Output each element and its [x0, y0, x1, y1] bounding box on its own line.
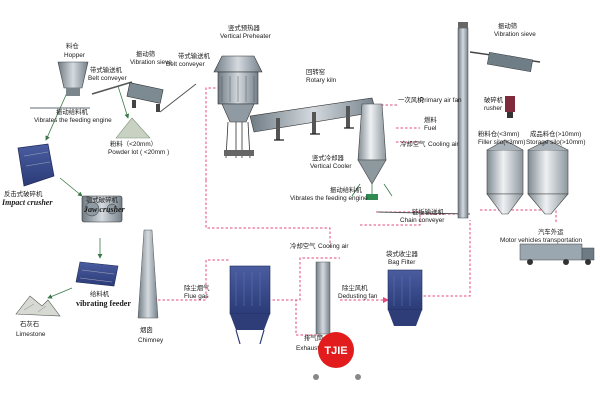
vibration-sieve-1-label-cn: 振动筛 — [136, 49, 156, 58]
fuel-label: Fuel — [424, 125, 436, 132]
bag-filter-label-cn: 袋式收尘器 — [386, 249, 419, 258]
impact-crusher — [17, 143, 55, 187]
feeder-top-label: Vibrates the feeding engine — [34, 117, 112, 124]
primary-fan-label-cn: 一次风机 — [398, 95, 424, 104]
bag-filter — [387, 269, 423, 326]
fuel-label-cn: 燃料 — [424, 115, 437, 124]
cooling-air-mid-label-cn: 冷却空气 — [290, 241, 316, 250]
truck-label: Motor vehicles transportation — [500, 237, 582, 244]
powder-label-cn: 粉料（<20mm） — [110, 139, 157, 148]
rotary-kiln-label-cn: 回转窑 — [306, 67, 325, 76]
vibration-sieve-1 — [126, 82, 164, 112]
belt-conveyer-2-label-cn: 带式输送机 — [178, 51, 211, 60]
dedusting-fan-label: Dedusting fan — [338, 293, 378, 300]
filler-silo-label-cn: 粉料仓(<3mm) — [478, 129, 519, 138]
small-crusher — [505, 96, 515, 118]
truck-label-cn: 汽车外运 — [538, 227, 564, 236]
impact-crusher-label-cn: 反击式破碎机 — [4, 189, 43, 198]
bag-filter-label: Bag Filter — [388, 259, 416, 266]
vibration-sieve-2 — [469, 51, 541, 73]
cooler-label-cn: 竖式冷却器 — [312, 153, 345, 162]
belt-conveyer-2-label: Belt conveyer — [166, 61, 206, 68]
limestone-pile — [15, 295, 61, 317]
preheater-label-cn: 竖式预热器 — [228, 23, 261, 32]
vertical-cooler — [351, 103, 393, 200]
cooling-air-mid-label: Cooling air — [318, 243, 349, 250]
cooler-label: Vertical Cooler — [310, 163, 352, 170]
hopper-label-cn: 料仓 — [66, 41, 79, 50]
chimney-label: Chimney — [138, 337, 164, 344]
storage-silo — [527, 139, 569, 215]
crusher-label: rusher — [484, 105, 503, 112]
vibration-sieve-1-label: Vibration sieve — [130, 59, 172, 66]
dust-collector — [229, 265, 271, 345]
hopper — [30, 61, 90, 109]
impact-crusher-label: Impact crusher — [1, 198, 53, 207]
vertical-preheater — [213, 55, 263, 159]
flow-lines — [151, 87, 557, 336]
flue-gas-label-cn: 除尘烟气 — [184, 283, 210, 292]
chain-conveyer — [377, 22, 471, 219]
flow-line — [151, 259, 230, 312]
vibration-sieve-2-label-cn: 振动筛 — [498, 21, 518, 30]
jaw-crusher — [81, 195, 123, 223]
filler-silo — [486, 139, 524, 215]
exhaust-label-cn: 排气筒 — [304, 333, 323, 342]
storage-silo-label-cn: 成品料仓(>10mm) — [530, 129, 581, 138]
feeder-mid-label: Vibrates the feeding engine — [290, 195, 368, 202]
vibration-sieve-2-label: Vibration sieve — [494, 31, 536, 38]
vibrating-feeder-label: vibrating feeder — [76, 299, 131, 308]
vibrating-feeder — [75, 261, 119, 287]
flow-line — [360, 213, 470, 226]
filler-silo-label: Filler silo(<3mm) — [478, 139, 525, 146]
flow-line — [268, 299, 320, 336]
jaw-crusher-label-cn: 颚式破碎机 — [86, 195, 119, 204]
company-logo: TJIE — [313, 332, 361, 380]
vibrating-feeder-label-cn: 给料机 — [90, 289, 110, 298]
cooling-air-top-label-cn: 冷却空气 — [400, 139, 426, 148]
belt-conveyer-1-label-cn: 带式输送机 — [90, 65, 123, 74]
feeder-top-label-cn: 振动给料机 — [56, 107, 89, 116]
dedusting-fan-label-cn: 除尘风机 — [342, 283, 368, 292]
limestone-label-cn: 石灰石 — [20, 319, 39, 328]
powder-label: Powder lot ( <20mm ) — [108, 149, 169, 156]
hopper-label: Hopper — [64, 52, 86, 59]
chain-conveyer-label: Chain conveyer — [400, 217, 445, 224]
storage-silo-label: Storage silo(>10mm) — [526, 139, 586, 146]
chimney-label-cn: 烟囱 — [140, 325, 153, 334]
primary-fan-label: Primary air fan — [420, 97, 462, 104]
chimney — [137, 229, 159, 319]
logo-text: TJIE — [324, 345, 347, 357]
crusher-label-cn: 破碎机 — [484, 95, 504, 104]
exhaust-stack — [315, 261, 331, 335]
flue-gas-label: Flue gas — [184, 293, 209, 300]
feeder-mid-label-cn: 振动给料机 — [330, 185, 363, 194]
exhaust-label: Exhaust — [296, 345, 319, 352]
limestone-label: Limestone — [16, 331, 46, 338]
powder-pile — [115, 117, 151, 139]
flow-line — [205, 180, 331, 250]
rotary-kiln-label: Rotary kiln — [306, 77, 337, 84]
flow-line — [419, 220, 471, 297]
rotary-kiln — [249, 97, 377, 141]
belt-conveyer-2 — [159, 83, 197, 113]
chain-conveyer-label-cn: 链板输送机 — [412, 207, 445, 216]
belt-conveyer-1 — [91, 81, 133, 95]
belt-conveyer-1-label: Belt conveyer — [88, 75, 128, 82]
cooling-air-top-label: Cooling air — [428, 141, 459, 148]
labels: 料仓 Hopper 带式输送机 Belt conveyer 振动筛 Vibrat… — [1, 21, 586, 352]
jaw-crusher-label: Jaw crusher — [83, 205, 126, 214]
preheater-label: Vertical Preheater — [220, 33, 272, 40]
motor-vehicle — [519, 243, 595, 265]
